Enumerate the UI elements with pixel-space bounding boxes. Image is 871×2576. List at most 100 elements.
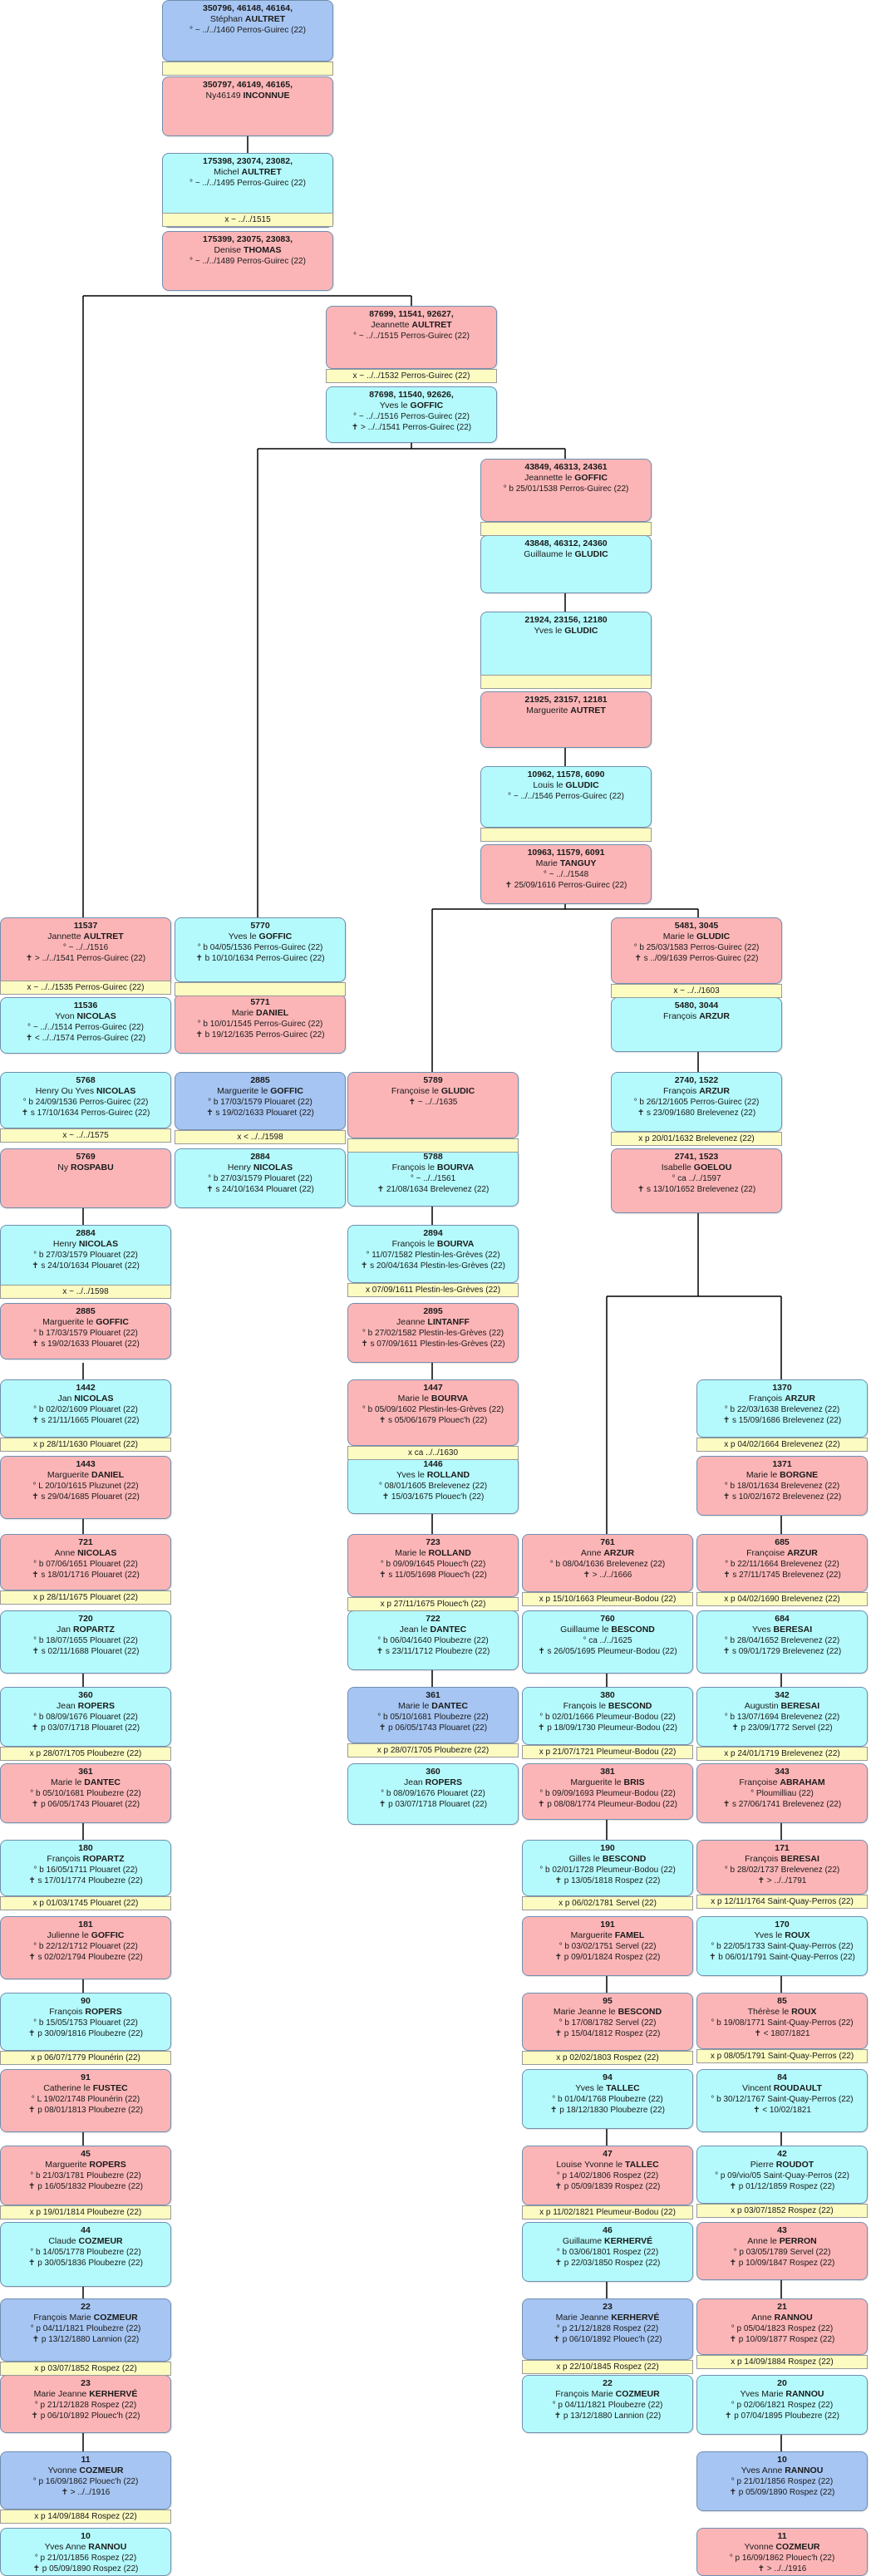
person-card-p87698[interactable]: 87698, 11540, 92626,Yves le GOFFIC° ~ ..… xyxy=(326,386,497,443)
person-card-p175399[interactable]: 175399, 23075, 23083,Denise THOMAS° ~ ..… xyxy=(162,231,333,291)
person-name: Pierre ROUDOT xyxy=(700,2160,864,2170)
last-name: KERHERVÉ xyxy=(611,2313,660,2323)
life-event: ° ~ ../../1516 Perros-Guirec (22) xyxy=(353,412,470,421)
person-card-p350797[interactable]: 350797, 46149, 46165,Ny46149 INCONNUE xyxy=(162,76,333,136)
life-event: ° b 03/02/1751 Servel (22) xyxy=(559,1942,657,1951)
person-name: Yves le GOFFIC xyxy=(329,401,494,411)
last-name: NICOLAS xyxy=(74,1394,114,1404)
person-card-p87699[interactable]: 87699, 11541, 92627,Jeannette AULTRET° ~… xyxy=(326,306,497,369)
person-name: François le BESCOND xyxy=(525,1701,690,1712)
first-name: Michel xyxy=(214,167,242,177)
last-name: RANNOU xyxy=(774,2313,813,2323)
life-event: ✝ s 05/06/1679 Plouec'h (22) xyxy=(378,1416,488,1425)
person-name: Marie le DANTEC xyxy=(351,1701,515,1712)
life-event: ° b 02/01/1728 Pleumeur-Bodou (22) xyxy=(539,1866,676,1875)
person-name: Marie le GLUDIC xyxy=(614,932,779,942)
life-event: ✝ p 13/12/1880 Lannion (22) xyxy=(32,2335,140,2344)
sosa-number: 21924, 23156, 12180 xyxy=(524,615,608,625)
person-name: Guillaume le GLUDIC xyxy=(484,549,648,560)
first-name: Jeannette xyxy=(371,320,412,330)
life-event: ° p 04/11/1821 Ploubezre (22) xyxy=(552,2401,663,2410)
last-name: DANIEL xyxy=(91,1470,125,1480)
person-card-p350796[interactable]: 350796, 46148, 46164,Stéphan AULTRET° ~ … xyxy=(162,0,333,61)
life-event: ° b 10/01/1545 Perros-Guirec (22) xyxy=(197,1020,323,1029)
person-name: Denise THOMAS xyxy=(165,245,330,256)
person-name: Yves le TALLEC xyxy=(525,2083,690,2094)
